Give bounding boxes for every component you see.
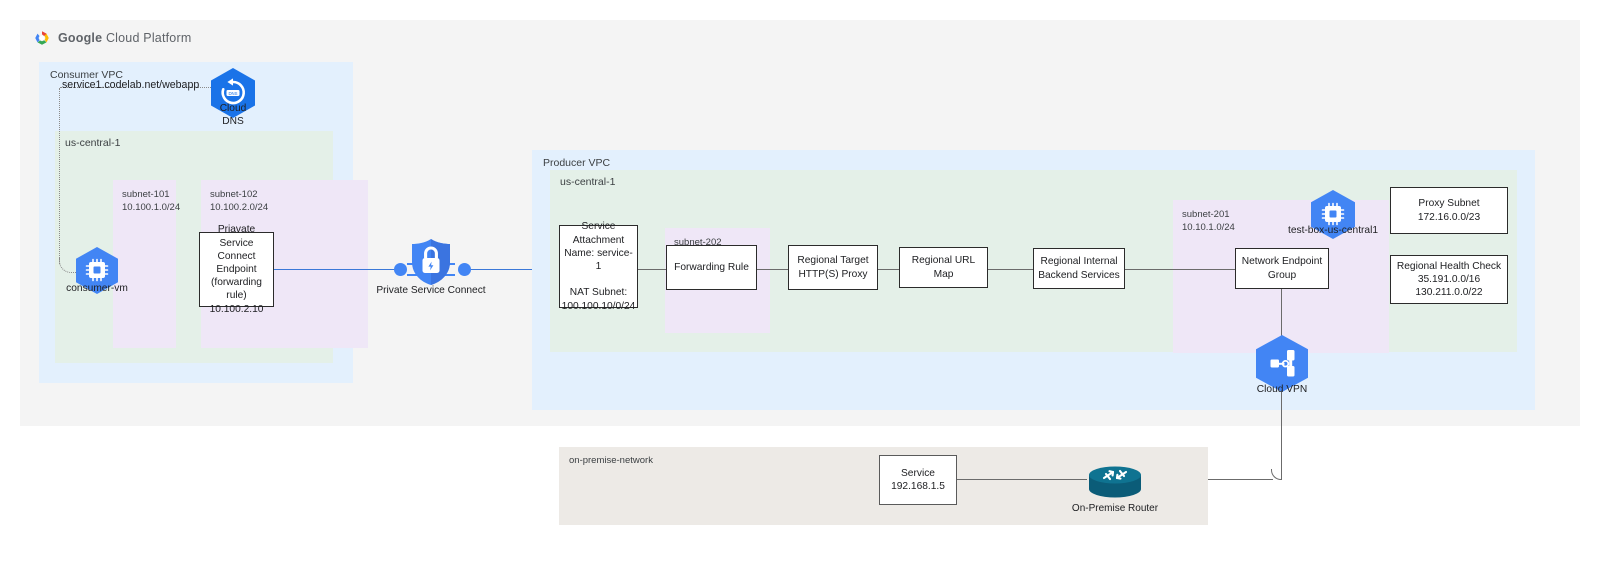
subnet-201-name: subnet-201 xyxy=(1182,209,1230,220)
google-cloud-logo-icon xyxy=(35,31,49,45)
subnet-102-name: subnet-102 xyxy=(210,189,258,200)
router-icon xyxy=(1089,466,1141,498)
regional-url-map-label: Regional URL Map xyxy=(911,255,976,280)
link-sa-to-fr xyxy=(638,268,666,270)
private-service-connect-endpoint-node: Priavate Service Connect Endpoint (forwa… xyxy=(199,224,274,315)
regional-health-check-label: Regional Health Check 35.191.0.0/16 130.… xyxy=(1396,260,1502,299)
regional-health-check-node: Regional Health Check 35.191.0.0/16 130.… xyxy=(1390,255,1508,304)
dns-path-vertical xyxy=(59,88,60,264)
regional-url-map-node: Regional URL Map xyxy=(899,247,988,288)
subnet-101-label: subnet-101 10.100.1.0/24 xyxy=(122,188,180,214)
dns-path-segment-right xyxy=(183,87,215,88)
link-urlmap-to-backend xyxy=(988,268,1033,270)
subnet-202-name: subnet-202 xyxy=(674,237,722,248)
psc-connector-dot-left xyxy=(394,263,407,276)
subnet-201-label: subnet-201 10.10.1.0/24 xyxy=(1182,208,1235,234)
regional-target-http-proxy-label: Regional Target HTTP(S) Proxy xyxy=(797,255,869,280)
psc-link-left xyxy=(274,268,402,271)
subnet-101-cidr: 10.100.1.0/24 xyxy=(122,202,181,213)
consumer-vm-label: consumer-vm xyxy=(66,283,128,294)
link-backend-to-neg xyxy=(1125,268,1235,270)
subnet-201-cidr: 10.10.1.0/24 xyxy=(1182,222,1235,233)
brand-name-google: Google xyxy=(58,31,103,45)
dns-path-elbow xyxy=(59,258,82,273)
svg-text:DNS: DNS xyxy=(228,91,237,96)
proxy-subnet-label: Proxy Subnet 172.16.0.0/23 xyxy=(1417,198,1481,223)
dns-path-segment-left xyxy=(60,87,122,88)
subnet-101-name: subnet-101 xyxy=(122,189,170,200)
on-premise-network-label: on-premise-network xyxy=(569,455,653,466)
on-premise-router-label: On-Premise Router xyxy=(1071,503,1159,514)
consumer-vpc-label: Consumer VPC xyxy=(50,69,123,81)
link-service-to-router xyxy=(957,479,1087,480)
consumer-region-label: us-central-1 xyxy=(65,137,121,149)
test-box-vm-icon xyxy=(1311,190,1355,239)
brand-name: Google Cloud Platform xyxy=(58,31,191,45)
cloud-vpn-glyph xyxy=(1270,350,1295,377)
consumer-region-container: us-central-1 subnet-101 10.100.1.0/24 sub… xyxy=(55,131,368,363)
cloud-dns-label: Cloud DNS xyxy=(219,103,247,127)
brand-name-rest: Cloud Platform xyxy=(105,31,192,45)
network-endpoint-group-node: Network Endpoint Group xyxy=(1235,248,1329,289)
dns-record-label: service1.codelab.net/webapp xyxy=(62,79,200,91)
psc-endpoint-label: Priavate Service Connect Endpoint (forwa… xyxy=(209,224,264,315)
psc-dash-lower-right xyxy=(444,274,455,277)
google-cloud-platform-branding: Google Cloud Platform xyxy=(33,28,373,48)
forwarding-rule-node: Forwarding Rule xyxy=(666,245,757,290)
test-box-label: test-box-us-central1 xyxy=(1287,225,1379,236)
psc-dash-lower-left xyxy=(407,274,418,277)
link-proxy-to-urlmap xyxy=(878,268,899,270)
service-attachment-label: Service Attachment Name: service-1 NAT S… xyxy=(561,221,636,312)
producer-region-label: us-central-1 xyxy=(560,176,616,188)
regional-internal-backend-services-label: Regional Internal Backend Services xyxy=(1038,256,1120,281)
network-endpoint-group-label: Network Endpoint Group xyxy=(1241,256,1323,281)
test-box-chip-glyph xyxy=(1321,202,1345,226)
forwarding-rule-label: Forwarding Rule xyxy=(674,261,749,273)
link-fr-to-proxy xyxy=(757,268,788,270)
private-service-connect-shield-icon xyxy=(412,239,450,285)
on-premise-service-label: Service 192.168.1.5 xyxy=(891,467,945,492)
subnet-101-container: subnet-101 10.100.1.0/24 xyxy=(113,180,180,348)
producer-vpc-label: Producer VPC xyxy=(543,157,611,169)
proxy-subnet-node: Proxy Subnet 172.16.0.0/23 xyxy=(1390,187,1508,234)
cloud-vpn-label: Cloud VPN xyxy=(1256,384,1308,395)
private-service-connect-label: Private Service Connect xyxy=(376,285,486,296)
service-attachment-node: Service Attachment Name: service-1 NAT S… xyxy=(559,221,638,312)
subnet-102-label: subnet-102 10.100.2.0/24 xyxy=(210,188,268,214)
regional-target-http-proxy-node: Regional Target HTTP(S) Proxy xyxy=(788,245,878,290)
vm-chip-glyph xyxy=(85,258,109,282)
on-premise-service-node: Service 192.168.1.5 xyxy=(879,455,957,505)
psc-connector-dot-right xyxy=(458,263,471,276)
subnet-102-cidr: 10.100.2.0/24 xyxy=(210,202,269,213)
cloud-dns-glyph: DNS xyxy=(221,78,245,105)
consumer-vpc-container: Consumer VPC us-central-1 subnet-101 10.1… xyxy=(39,62,368,383)
link-router-to-vpn-horizontal xyxy=(1143,479,1273,480)
regional-internal-backend-services-node: Regional Internal Backend Services xyxy=(1033,248,1125,289)
psc-link-right xyxy=(466,268,559,271)
